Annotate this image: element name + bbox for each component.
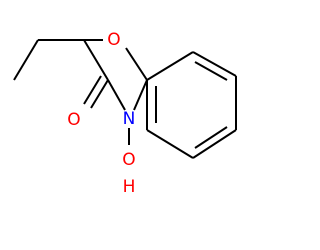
bond-n4-c4a: [133, 79, 148, 111]
ring-oxygen-label: O: [107, 30, 120, 50]
atom-labels: O O N O H: [67, 30, 135, 197]
bond-inner-c8-c7: [194, 61, 228, 81]
benzene-ring: [146, 51, 237, 159]
bond-inner-c6-c5: [194, 126, 228, 149]
bond-o1-c8a: [125, 47, 148, 81]
chemical-structure: O O N O H: [13, 30, 237, 197]
ethyl-group: [13, 39, 84, 81]
hydroxyl-hydrogen-label: H: [123, 177, 136, 197]
bond-ch3-ch2: [13, 39, 39, 81]
bond-c2-c3: [83, 39, 109, 81]
bond-c3-n4: [107, 79, 126, 111]
bond-c8-c7: [192, 51, 237, 77]
bond-c8a-c8: [146, 51, 194, 81]
carbonyl-oxygen-label: O: [67, 110, 80, 130]
oxazinone-ring: [83, 39, 148, 145]
bond-c3-o-carbonyl-1: [90, 79, 109, 109]
hydroxyl-oxygen-label: O: [122, 150, 135, 170]
bond-c6-c5: [192, 129, 237, 159]
bond-c5-c4a: [146, 129, 194, 159]
ring-nitrogen-label: N: [123, 109, 136, 129]
bond-c3-o-carbonyl-2: [83, 75, 102, 105]
